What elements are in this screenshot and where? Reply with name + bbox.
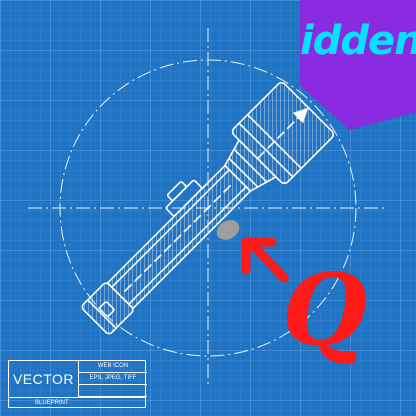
title-block-footer: BLUEPRINT	[9, 397, 145, 408]
hidden-overlay-text: idden	[300, 18, 416, 64]
title-block-row-3	[79, 385, 147, 397]
title-block-row-2: EPS, JPEG, TIFF	[79, 373, 147, 385]
red-q-letter: Q	[282, 253, 368, 368]
purple-wedge	[300, 0, 416, 130]
title-block-main-label: VECTOR	[9, 361, 79, 397]
gray-blob	[216, 220, 240, 240]
title-block-row-1: WEB ICON	[79, 361, 147, 373]
red-arrow-icon	[241, 237, 289, 283]
flashlight-icon	[81, 81, 335, 335]
title-block: VECTOR WEB ICON EPS, JPEG, TIFF BLUEPRIN…	[8, 360, 147, 408]
